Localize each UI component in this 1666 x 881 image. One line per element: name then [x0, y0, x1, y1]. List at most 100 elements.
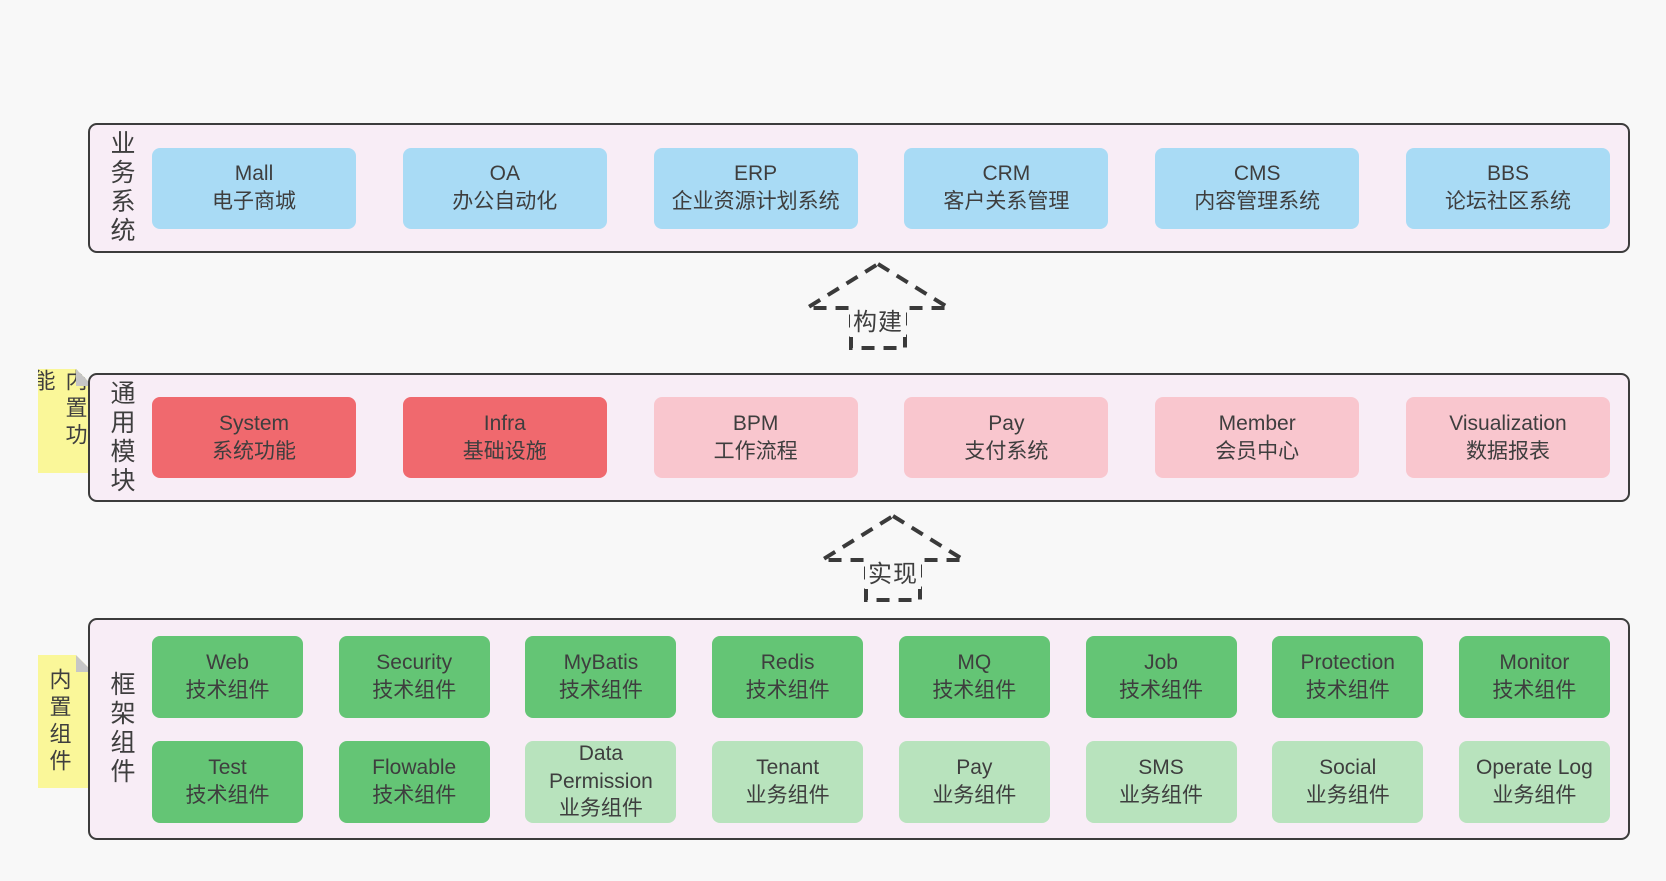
box-subtitle: 业务组件: [1492, 783, 1577, 807]
sticky-note-builtin-components: 内置组件: [38, 655, 93, 788]
box-subtitle: 内容管理系统: [1194, 190, 1321, 213]
box-subtitle: 业务组件: [932, 783, 1017, 807]
box-title: Social: [1319, 755, 1377, 779]
box-test: Test 技术组件: [152, 740, 303, 823]
box-subtitle: 技术组件: [745, 678, 830, 702]
box-security: Security 技术组件: [338, 635, 490, 718]
box-crm: CRM 客户关系管理: [904, 147, 1109, 229]
box-title: OA: [489, 162, 520, 186]
box-title: Visualization: [1449, 411, 1567, 435]
box-title: CRM: [982, 162, 1031, 186]
box-mall: Mall 电子商城: [152, 147, 356, 229]
box-subtitle: 技术组件: [1119, 678, 1204, 702]
box-mq: MQ 技术组件: [898, 635, 1050, 718]
band-content: Mall 电子商城 OA 办公自动化 ERP 企业资源计划系统 CRM 客户关系…: [152, 125, 1628, 251]
box-flowable: Flowable 技术组件: [338, 740, 490, 823]
box-subtitle: 技术组件: [185, 678, 270, 702]
dashed-up-arrow-icon: [818, 513, 968, 602]
box-social: Social 业务组件: [1272, 740, 1424, 823]
box-pay-component: Pay 业务组件: [898, 740, 1050, 823]
box-title: Infra: [483, 411, 526, 435]
box-title: Web: [206, 650, 249, 674]
band-label-column: 框架组件: [90, 620, 152, 838]
box-title: Test: [208, 755, 247, 779]
box-title: Monitor: [1499, 650, 1570, 674]
build-arrow: 构建: [803, 260, 953, 352]
box-subtitle: 技术组件: [372, 678, 457, 702]
box-title: CMS: [1233, 162, 1281, 186]
box-sms: SMS 业务组件: [1085, 740, 1237, 823]
box-row: Mall 电子商城 OA 办公自动化 ERP 企业资源计划系统 CRM 客户关系…: [152, 147, 1610, 229]
band-content: Web 技术组件 Security 技术组件 MyBatis 技术组件 Redi…: [152, 620, 1628, 838]
box-title: Pay: [956, 755, 993, 779]
box-row: Test 技术组件 Flowable 技术组件 Data Permission …: [152, 740, 1610, 823]
box-title: Operate Log: [1476, 755, 1593, 779]
box-subtitle: 技术组件: [185, 783, 270, 807]
box-subtitle: 工作流程: [713, 439, 798, 463]
box-title: Mall: [234, 162, 274, 186]
sticky-note-label: 内置组件: [46, 667, 72, 776]
band-business-systems: 业务系统 Mall 电子商城 OA 办公自动化 ERP 企业资源计划系统 CRM: [88, 123, 1630, 253]
box-subtitle: 业务组件: [1305, 783, 1390, 807]
implement-arrow-label: 实现: [865, 554, 921, 589]
band-framework-components: 框架组件 Web 技术组件 Security 技术组件 MyBatis 技术组件…: [88, 618, 1630, 840]
box-title: Security: [376, 650, 453, 674]
box-bpm: BPM 工作流程: [653, 397, 858, 478]
box-title: System: [218, 411, 289, 435]
box-subtitle: 业务组件: [1119, 783, 1204, 807]
box-tenant: Tenant 业务组件: [712, 740, 864, 823]
band-label-column: 业务系统: [90, 125, 152, 251]
box-title: BPM: [732, 411, 779, 435]
band-title: 通用模块: [107, 379, 135, 496]
box-subtitle: 支付系统: [964, 439, 1049, 463]
band-content: System 系统功能 Infra 基础设施 BPM 工作流程 Pay 支付系统…: [152, 375, 1628, 500]
dashed-up-arrow-icon: [803, 261, 953, 350]
box-title: SMS: [1138, 755, 1184, 779]
box-subtitle: 办公自动化: [452, 190, 558, 213]
sticky-note-builtin-features: 内置功能: [38, 369, 93, 473]
box-title: ERP: [734, 162, 778, 186]
implement-arrow: 实现: [818, 512, 968, 604]
box-subtitle: 会员中心: [1215, 439, 1300, 463]
box-subtitle: 业务组件: [558, 797, 643, 821]
box-system: System 系统功能: [152, 397, 356, 478]
box-subtitle: 技术组件: [932, 678, 1017, 702]
box-protection: Protection 技术组件: [1272, 635, 1424, 718]
band-label-column: 通用模块: [90, 375, 152, 500]
box-subtitle: 技术组件: [1492, 678, 1577, 702]
band-title: 框架组件: [107, 671, 135, 787]
box-cms: CMS 内容管理系统: [1155, 147, 1360, 229]
box-title: Redis: [760, 650, 815, 674]
box-subtitle: 系统功能: [212, 439, 296, 463]
box-redis: Redis 技术组件: [712, 635, 864, 718]
box-operate-log: Operate Log 业务组件: [1458, 740, 1610, 823]
box-mybatis: MyBatis 技术组件: [525, 635, 677, 718]
box-subtitle: 技术组件: [558, 678, 643, 702]
box-job: Job 技术组件: [1085, 635, 1237, 718]
box-monitor: Monitor 技术组件: [1458, 635, 1610, 718]
box-infra: Infra 基础设施: [402, 397, 607, 478]
box-data-permission: Data Permission 业务组件: [525, 740, 677, 823]
box-title: MQ: [957, 650, 992, 674]
box-subtitle: 技术组件: [1305, 678, 1390, 702]
box-subtitle: 论坛社区系统: [1444, 190, 1571, 213]
box-pay-module: Pay 支付系统: [904, 397, 1109, 478]
box-subtitle: 企业资源计划系统: [671, 190, 840, 213]
box-bbs: BBS 论坛社区系统: [1405, 147, 1610, 229]
box-web: Web 技术组件: [152, 635, 303, 718]
box-title: Tenant: [756, 755, 820, 779]
box-subtitle: 数据报表: [1465, 439, 1550, 463]
box-visualization: Visualization 数据报表: [1405, 397, 1610, 478]
box-title: Flowable: [372, 755, 457, 779]
box-title: BBS: [1486, 162, 1529, 186]
box-title: Pay: [988, 411, 1025, 435]
box-erp: ERP 企业资源计划系统: [653, 147, 858, 229]
box-subtitle: 基础设施: [462, 439, 547, 463]
build-arrow-label: 构建: [850, 302, 906, 337]
box-title: Protection: [1300, 650, 1395, 674]
box-subtitle: 客户关系管理: [943, 190, 1070, 213]
box-title: Member: [1218, 411, 1296, 435]
box-subtitle: 电子商城: [212, 190, 296, 213]
box-subtitle: 业务组件: [745, 783, 830, 807]
